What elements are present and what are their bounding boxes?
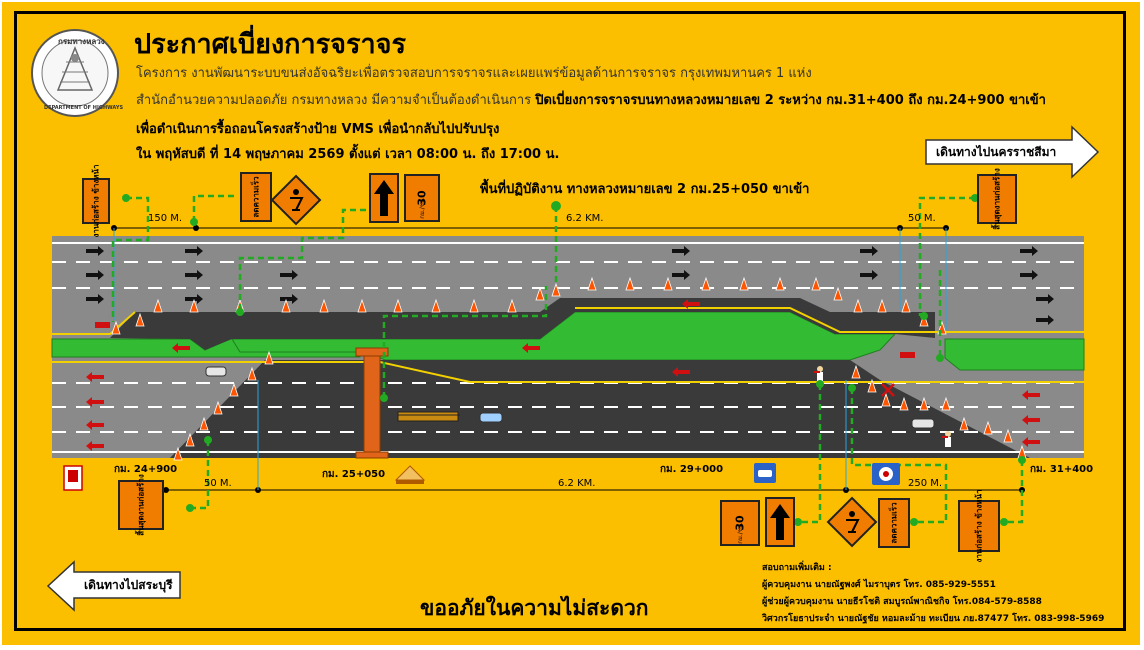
rest-area-icon: [872, 463, 900, 485]
car-icon: [479, 412, 503, 423]
car-service-icon: [754, 463, 776, 483]
distance-label: 150 M.: [148, 213, 183, 224]
contact-line: ผู้ช่วยผู้ควบคุมงาน นายธีรโชติ สมบูรณ์พา…: [762, 597, 1042, 607]
end-work-sign-bottom: สิ้นสุดงานก่อสร้าง: [118, 474, 164, 536]
traffic-arrows-westbound: [86, 299, 1040, 451]
contact-heading: สอบถามเพิ่มเติม :: [762, 563, 832, 573]
km-marker: กม. 29+000: [660, 464, 724, 475]
traffic-cones: [111, 276, 1027, 461]
logo-top-text: กรมทางหลวง: [58, 37, 105, 46]
closure-line-normal: สำนักอำนวยความปลอดภัย กรมทางหลวง มีความจ…: [136, 93, 536, 108]
median-shifted: [231, 311, 897, 361]
contact-line: วิศวกรโยธาประจำ นายณัฐชัย หอมละม้าย ทะเบ…: [762, 614, 1105, 624]
km-marker: กม. 24+900: [114, 464, 178, 475]
direction-label-right: เดินทางไปนครราชสีมา: [928, 141, 1068, 163]
date-line: ใน พฤหัสบดี ที่ 14 พฤษภาคม 2569 ตั้งแต่ …: [136, 147, 560, 162]
highway-shield-icon: [63, 465, 83, 491]
apology-text: ขออภัยในความไม่สะดวก: [420, 596, 649, 620]
distance-lines: [114, 227, 1022, 491]
car-icon: [911, 418, 935, 429]
km-marker: กม. 31+400: [1030, 464, 1094, 475]
flagman-icon: [942, 431, 951, 447]
car-icon: [205, 366, 227, 377]
closure-line: สำนักอำนวยความปลอดภัย กรมทางหลวง มีความจ…: [136, 89, 1046, 110]
work-zone-upper: [110, 298, 935, 350]
toll-plaza-icon: [394, 465, 426, 484]
slow-down-sign: ลดความเร็ว: [240, 172, 272, 222]
median-right: [944, 338, 1085, 371]
arrow-up-sign-icon: [765, 497, 795, 547]
project-line: โครงการ งานพัฒนาระบบขนส่งอัจฉริยะเพื่อตร…: [136, 66, 812, 81]
distance-label: 6.2 KM.: [566, 213, 604, 224]
work-ahead-sign-bottom: งานก่อสร้าง ข้างหน้า: [958, 490, 1000, 562]
arrow-up-sign-icon: [369, 173, 399, 223]
logo-bottom-text: DEPARTMENT OF HIGHWAYS: [44, 105, 124, 111]
closure-line-bold: ปิดเบี่ยงการจราจรบนทางหลวงหมายเลข 2 ระหว…: [535, 93, 1046, 108]
direction-label-left: เดินทางไปสระบุรี: [76, 573, 178, 597]
contact-info: สอบถามเพิ่มเติม : ผู้ควบคุมงาน นายณัฐพงศ…: [762, 560, 1104, 628]
flagman-icon: [814, 366, 823, 382]
page-title: ประกาศเบี่ยงการจราจร: [134, 29, 406, 60]
crane-truck-icon: [397, 411, 460, 422]
distance-label: 50 M.: [908, 213, 936, 224]
work-ahead-sign: งานก่อสร้าง ข้างหน้า: [82, 165, 110, 237]
distance-label: 6.2 KM.: [558, 478, 596, 489]
contact-line: ผู้ควบคุมงาน นายณัฐพงศ์ ไมราบุตร โทร. 08…: [762, 580, 996, 590]
slow-down-sign-bottom: ลดความเร็ว: [878, 498, 910, 548]
closure-x-icon: [881, 383, 895, 397]
work-area-label: พื้นที่ปฏิบัติงาน ทางหลวงหมายเลข 2 กม.25…: [480, 182, 810, 197]
man-working-sign-icon: [826, 496, 878, 548]
distance-label: 50 M.: [204, 478, 232, 489]
man-working-sign-icon: [270, 174, 322, 226]
poster-border: [14, 11, 1126, 631]
km-marker: กม. 25+050: [322, 469, 386, 480]
vms-structure: [355, 347, 389, 459]
end-work-sign: สิ้นสุดงานก่อสร้าง: [977, 168, 1017, 230]
purpose-line: เพื่อดำเนินการรื้อถอนโครงสร้างป้าย VMS เ…: [136, 122, 500, 137]
sign-connector-lines: [111, 194, 1024, 524]
distance-label: 250 M.: [908, 478, 943, 489]
sign-connector-dots: [122, 194, 1026, 526]
